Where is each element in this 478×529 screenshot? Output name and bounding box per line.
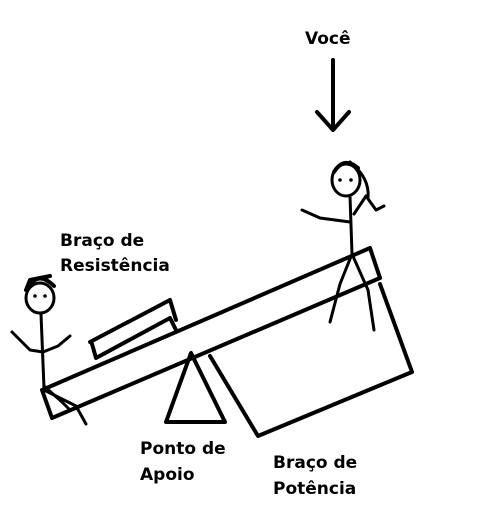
lever-plank xyxy=(40,246,382,420)
fulcrum-label-line2: Apoio xyxy=(140,465,195,485)
resistance-bracket-tick xyxy=(168,298,178,322)
fulcrum-triangle xyxy=(164,351,227,424)
fulcrum-label-line1: Ponto de xyxy=(140,439,226,459)
effort-arm-bracket xyxy=(208,282,414,438)
effort-person-figure xyxy=(300,160,386,332)
resistance-arm-bracket xyxy=(90,316,178,360)
resistance-bracket-line xyxy=(88,298,172,344)
effort-arm-label-line2: Potência xyxy=(273,479,357,499)
effort-arm-label-line1: Braço de xyxy=(273,453,358,473)
you-label: Você xyxy=(305,29,351,49)
resistance-arm-label-line1: Braço de xyxy=(60,231,145,251)
resistance-arm-label-line2: Resistência xyxy=(60,256,170,276)
down-arrow-icon xyxy=(315,58,351,132)
resistance-person-figure xyxy=(10,274,88,426)
